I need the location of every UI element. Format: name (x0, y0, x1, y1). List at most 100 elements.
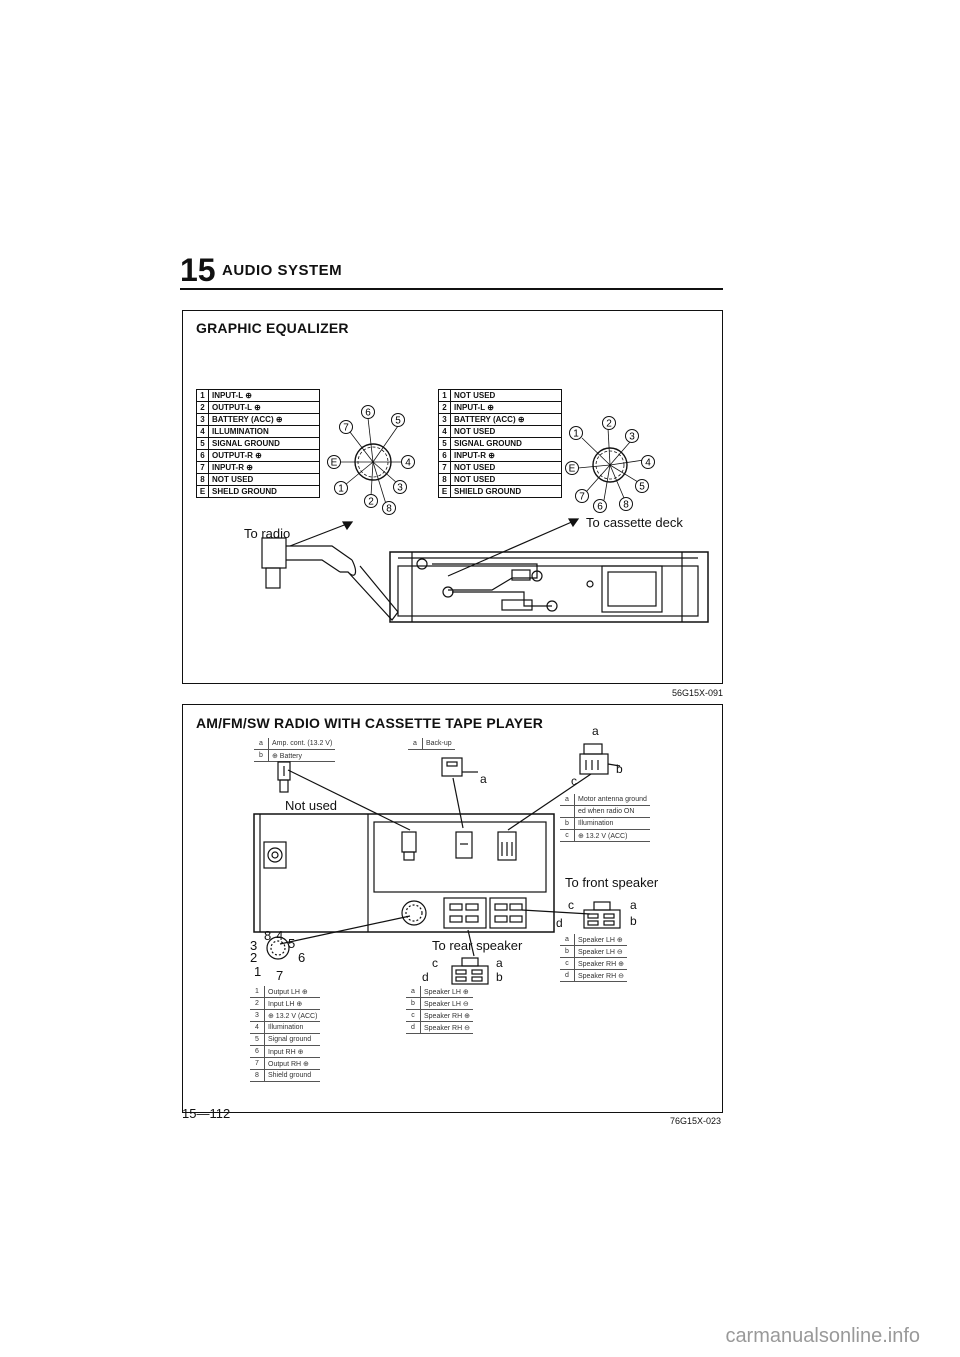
pin-label: Output LH ⊕ (264, 986, 321, 998)
eq-right-pin-label: 2 (606, 419, 612, 430)
eq-left-pin-label: 7 (343, 423, 349, 434)
pin-label: Speaker RH ⊕ (420, 1009, 473, 1022)
section-title: AUDIO SYSTEM (222, 262, 343, 279)
pin-number: a (254, 738, 269, 750)
pin-label: Signal ground (264, 1033, 321, 1046)
pin-label: ⊕ 13.2 V (ACC) (574, 829, 650, 842)
equalizer-unit-drawing (261, 518, 709, 623)
antenna-conn-b: b (616, 762, 623, 776)
din-pin-label: 4 (276, 928, 284, 943)
pin-label: Speaker LH ⊕ (420, 986, 473, 998)
eq-right-pin-label: 4 (645, 458, 651, 469)
rear-conn-c: c (432, 956, 438, 970)
pin-number: 5 (250, 1033, 265, 1046)
pin-number: 3 (250, 1009, 265, 1022)
rear-conn-d: d (422, 970, 429, 984)
pin-label: Speaker RH ⊕ (574, 957, 627, 970)
eq-right-pin-label: 1 (573, 429, 579, 440)
din-pin-label: 5 (288, 936, 296, 951)
pin-label: Speaker RH ⊖ (420, 1021, 473, 1034)
pin-number: 7 (250, 1057, 265, 1070)
pin-number: c (560, 829, 575, 842)
eq-left-pin-label: 3 (397, 483, 403, 494)
eq-left-pin-label: 8 (386, 504, 392, 515)
front-conn-c: c (568, 898, 574, 912)
front-conn-b: b (630, 914, 637, 928)
pin-number: c (560, 957, 575, 970)
pin-number: 2 (250, 997, 265, 1010)
eq-left-pin-label: 4 (405, 458, 411, 469)
pin-label: ed when radio ON (574, 805, 650, 818)
eq-right-pin-label: 7 (579, 492, 585, 503)
table-row: c⊕ 13.2 V (ACC) (560, 829, 650, 842)
pin-label: Output RH ⊕ (264, 1057, 321, 1070)
to-cassette-label: To cassette deck (586, 515, 683, 530)
pin-number: 1 (250, 986, 265, 998)
front-conn-d: d (556, 916, 563, 930)
to-rear-speaker-label: To rear speaker (432, 938, 523, 953)
radio-figure-code: 76G15X-023 (670, 1116, 722, 1126)
pin-label: Input LH ⊕ (264, 997, 321, 1010)
to-front-speaker-label: To front speaker (565, 875, 659, 890)
eq-left-pin-label: 1 (338, 484, 344, 495)
rear-conn-b: b (496, 970, 503, 984)
din-pin-label: 6 (298, 950, 306, 965)
din-pin-label: 8 (264, 928, 272, 943)
antenna-conn-a: a (592, 724, 599, 738)
eq-right-pin-label: E (569, 464, 576, 475)
eq-right-pin-label: 8 (623, 500, 629, 511)
din-pin-label: 2 (250, 950, 258, 965)
pin-label: Speaker LH ⊖ (574, 945, 627, 958)
pin-label: Illumination (264, 1021, 321, 1034)
pin-label: Shield ground (264, 1069, 321, 1082)
equalizer-title: GRAPHIC EQUALIZER (196, 320, 349, 336)
pin-number: b (560, 817, 575, 830)
eq-right-pin-label: 3 (629, 432, 635, 443)
eq-right-pin-label: 6 (597, 502, 603, 513)
pin-label: Speaker LH ⊖ (420, 997, 473, 1010)
equalizer-connector-right: 1 2 3 E 4 5 7 6 8 (565, 416, 655, 513)
pin-label: ⊕ Battery (268, 749, 336, 762)
equalizer-connector-left: 6 5 7 E 4 1 3 2 8 (327, 405, 415, 515)
eq-right-pin-label: 5 (639, 482, 645, 493)
page-number: 15—112 (182, 1106, 231, 1121)
din-pin-label: 3 (250, 938, 258, 953)
pin-number: c (406, 1009, 421, 1022)
table-row: ed when radio ON (560, 805, 650, 818)
pin-label: Back-up (422, 738, 455, 750)
backup-conn-a-label: a (480, 772, 487, 786)
header-rule (180, 288, 723, 290)
radio-panel (182, 704, 723, 1113)
pin-number: a (560, 934, 575, 946)
pin-label: Illumination (574, 817, 650, 830)
din-pin-label: 1 (254, 964, 262, 979)
eq-left-pin-label: 2 (368, 497, 374, 508)
eq-left-pin-label: E (331, 458, 338, 469)
pin-label: Speaker LH ⊕ (574, 934, 627, 946)
